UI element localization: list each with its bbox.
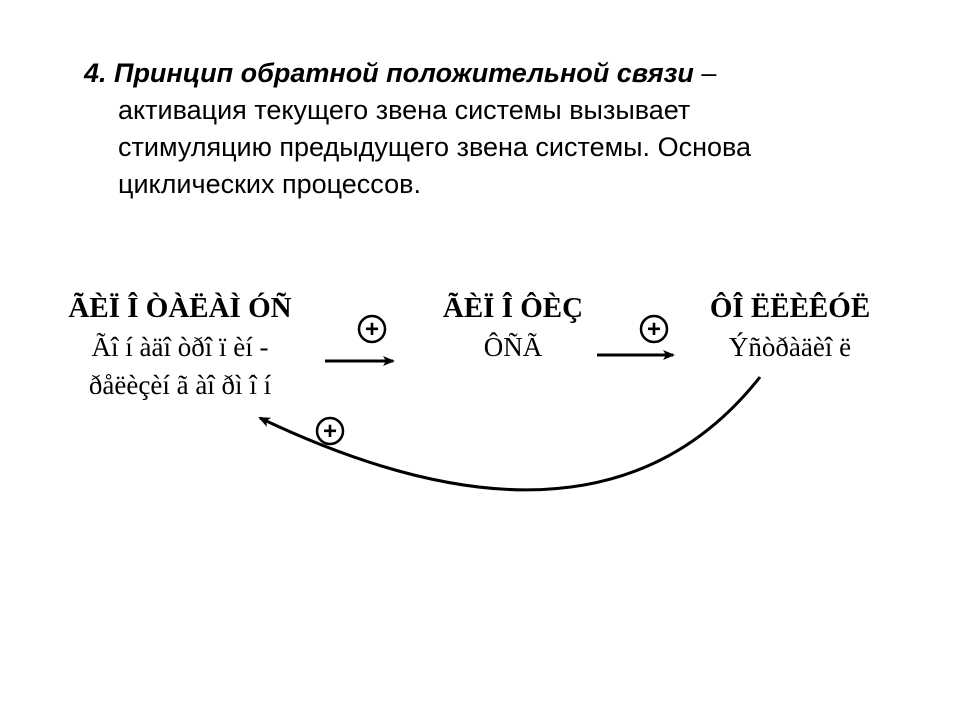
node-1-line-1: Ãî í àäî òðî ï èí -: [91, 332, 269, 362]
principle-first-line: 4. Принцип обратной положительной связи …: [84, 55, 904, 92]
node-follicle: ÔÎ ËËÈÊÓË Ýñòðàäèî ë: [680, 288, 900, 366]
feedback-arc: [258, 376, 762, 492]
node-1-title: ÃÈÏ Î ÒÀËÀÌ ÓÑ: [68, 292, 292, 324]
node-2-line-1: ÔÑÃ: [483, 332, 543, 362]
principle-text: 4. Принцип обратной положительной связи …: [84, 55, 904, 203]
node-2-title: ÃÈÏ Î ÔÈÇ: [442, 292, 584, 324]
principle-title: 4. Принцип обратной положительной связи: [84, 58, 694, 88]
plus-sign-1-label: +: [365, 316, 379, 343]
title-dash: –: [693, 58, 717, 88]
plus-sign-2: +: [639, 314, 669, 344]
node-pituitary: ÃÈÏ Î ÔÈÇ ÔÑÃ: [418, 288, 608, 366]
plus-sign-1: +: [357, 314, 387, 344]
plus-sign-2-label: +: [647, 316, 661, 343]
node-1-line-2: ðåëèçèí ã àî ðì î í: [88, 370, 272, 400]
node-3-line-1: Ýñòðàäèî ë: [728, 332, 852, 362]
node-hypothalamus: ÃÈÏ Î ÒÀËÀÌ ÓÑ Ãî í àäî òðî ï èí - ðåëèç…: [30, 288, 330, 404]
description-line-2: стимуляцию предыдущего звена системы. Ос…: [118, 132, 752, 162]
description-line-3: циклических процессов.: [118, 169, 421, 199]
description-line-1: активация текущего звена системы вызывае…: [118, 95, 691, 125]
plus-sign-feedback: +: [315, 416, 345, 446]
node-3-title: ÔÎ ËËÈÊÓË: [709, 292, 871, 324]
principle-description: активация текущего звена системы вызывае…: [84, 92, 904, 203]
plus-sign-feedback-label: +: [323, 418, 337, 445]
